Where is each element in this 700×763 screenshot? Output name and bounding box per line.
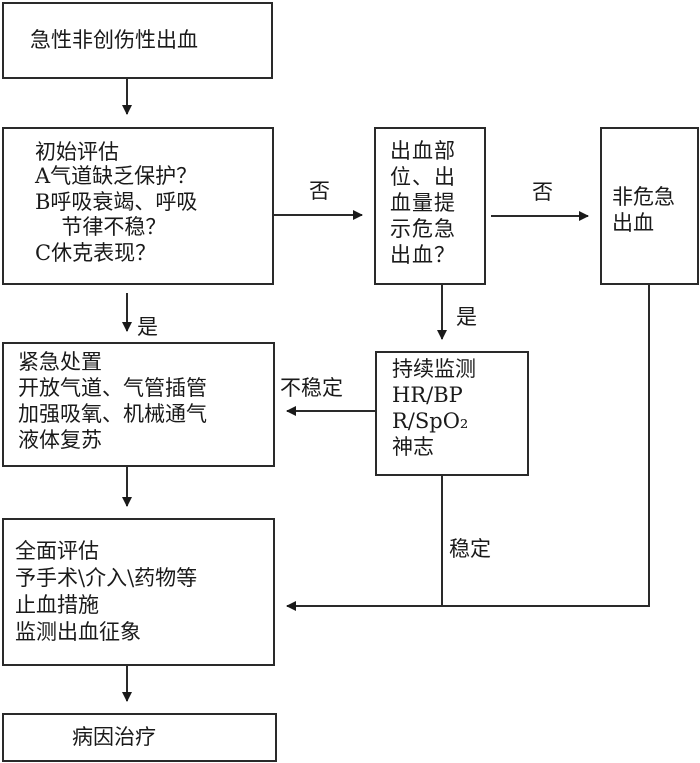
node-line: 神志 xyxy=(392,435,434,459)
node-start: 急性非创伤性出血 xyxy=(2,2,273,79)
node-line: 予手术\介入\药物等 xyxy=(15,566,198,590)
node-non-emergency: 非危急 出血 xyxy=(600,127,699,285)
edge-label-no-1: 否 xyxy=(309,179,330,203)
node-line: 位、出 xyxy=(390,165,456,189)
node-line: 病因治疗 xyxy=(72,725,156,749)
node-start-text: 急性非创伤性出血 xyxy=(30,28,198,52)
node-monitoring: 持续监测 HR/BP R/SpO₂ 神志 xyxy=(375,351,529,476)
node-line: 紧急处置 xyxy=(18,350,102,374)
node-line: HR/BP xyxy=(392,383,463,407)
edge-label-no-2: 否 xyxy=(532,180,553,204)
node-line: C休克表现？ xyxy=(35,241,157,265)
node-emergency-treatment: 紧急处置 开放气道、气管插管 加强吸氧、机械通气 液体复苏 xyxy=(2,342,275,467)
edge-label-stable: 稳定 xyxy=(449,537,491,561)
line-nonemergency-to-full xyxy=(442,284,650,607)
node-line: 加强吸氧、机械通气 xyxy=(18,402,207,426)
node-line: 止血措施 xyxy=(15,593,99,617)
node-line: 出血部 xyxy=(390,139,456,163)
edge-label-yes-2: 是 xyxy=(456,305,477,329)
node-full-assessment: 全面评估 予手术\介入\药物等 止血措施 监测出血征象 xyxy=(2,518,275,666)
node-line: 节律不稳？ xyxy=(48,215,167,239)
node-line: B呼吸衰竭、呼吸 xyxy=(35,190,198,214)
node-line: A气道缺乏保护？ xyxy=(35,164,198,188)
node-bleeding-check: 出血部 位、出 血量提 示危急 出血？ xyxy=(374,127,486,285)
edge-label-yes-1: 是 xyxy=(137,315,158,339)
node-line: 血量提 xyxy=(390,191,456,215)
node-etiology-treatment: 病因治疗 xyxy=(2,713,277,762)
node-line: 监测出血征象 xyxy=(15,620,141,644)
edge-label-unstable: 不稳定 xyxy=(280,376,343,400)
node-line: 液体复苏 xyxy=(18,428,102,452)
node-line: 非危急 xyxy=(612,185,675,209)
node-line: 开放气道、气管插管 xyxy=(18,376,207,400)
node-line: 持续监测 xyxy=(392,357,476,381)
node-line: 初始评估 xyxy=(35,140,119,164)
node-line: 全面评估 xyxy=(15,539,99,563)
node-line: 出血 xyxy=(612,211,654,235)
node-initial-assessment: 初始评估 A气道缺乏保护？ B呼吸衰竭、呼吸 节律不稳？ C休克表现？ xyxy=(2,127,274,285)
node-line: 出血？ xyxy=(390,243,456,267)
node-line: 示危急 xyxy=(390,217,456,241)
node-line: R/SpO₂ xyxy=(392,409,469,433)
